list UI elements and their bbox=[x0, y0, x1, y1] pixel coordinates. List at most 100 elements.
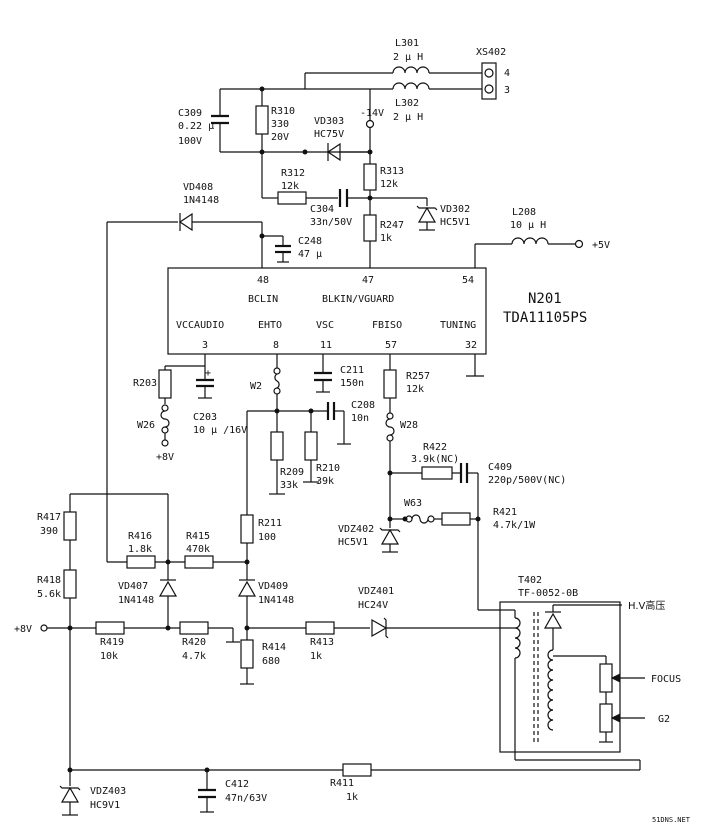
zener-VD302: VD302 HC5V1 bbox=[416, 198, 470, 231]
resistor-R257: R257 12k bbox=[383, 354, 430, 413]
transformer-T402: T402 TF-0052-0B bbox=[499, 575, 621, 753]
R422-value: 3.9k(NC) bbox=[411, 454, 459, 465]
jumper-W26: W26 bbox=[137, 404, 170, 440]
L208-value: 10 μ H bbox=[510, 220, 546, 231]
plus8v-terminal-left: +8V bbox=[14, 624, 96, 635]
R313-ref: R313 bbox=[380, 166, 404, 177]
watermark: 51DNS.NET bbox=[652, 816, 691, 824]
XS402-ref: XS402 bbox=[476, 47, 506, 58]
R417-value: 390 bbox=[40, 526, 58, 537]
pin-8-num: 8 bbox=[273, 340, 279, 351]
R419-ref: R419 bbox=[100, 637, 124, 648]
C309-ref: C309 bbox=[178, 108, 202, 119]
R210-ref: R210 bbox=[316, 463, 340, 474]
T402-ref: T402 bbox=[518, 575, 542, 586]
ic-ref: N201 bbox=[528, 291, 562, 307]
resistor-R416: R416 1.8k bbox=[126, 531, 185, 569]
L302-value: 2 μ H bbox=[393, 112, 423, 123]
R421-ref: R421 bbox=[493, 507, 517, 518]
XS402-pin3: 3 bbox=[504, 85, 510, 96]
resistor-R247: R247 1k bbox=[363, 214, 404, 268]
VD409-ref: VD409 bbox=[258, 581, 288, 592]
R211-value: 100 bbox=[258, 532, 276, 543]
minus14v-terminal: -14V bbox=[360, 108, 384, 129]
pin-11-num: 11 bbox=[320, 340, 332, 351]
pin-47-name: BLKIN/VGUARD bbox=[322, 294, 394, 305]
VD302-value: HC5V1 bbox=[440, 217, 470, 228]
C412-value: 47n/63V bbox=[225, 793, 267, 804]
resistor-R203: R203 bbox=[133, 366, 172, 404]
C304-ref: C304 bbox=[310, 204, 334, 215]
R420-value: 4.7k bbox=[182, 651, 206, 662]
capacitor-C409: C409 220p/500V(NC) bbox=[459, 462, 566, 486]
capacitor-C208: C208 10n bbox=[326, 400, 375, 445]
R313-value: 12k bbox=[380, 179, 398, 190]
diode-VD303: VD303 HC75V bbox=[314, 116, 344, 162]
resistor-R411: R411 1k bbox=[330, 763, 640, 803]
jumper-W2: W2 bbox=[250, 354, 281, 411]
C309-rating: 100V bbox=[178, 136, 202, 147]
L301-value: 2 μ H bbox=[393, 52, 423, 63]
VD407-value: 1N4148 bbox=[118, 595, 154, 606]
inductor-L302: L302 2 μ H bbox=[370, 82, 482, 123]
inductor-L208: L208 10 μ H +5V bbox=[474, 207, 610, 268]
diode-VD408: VD408 1N4148 bbox=[107, 182, 262, 232]
R419-value: 10k bbox=[100, 651, 118, 662]
R413-ref: R413 bbox=[310, 637, 334, 648]
R210-value: 39k bbox=[316, 476, 334, 487]
hv-label: H.V高压 bbox=[628, 599, 665, 612]
capacitor-C304: C304 33n/50V bbox=[310, 189, 370, 228]
C409-ref: C409 bbox=[488, 462, 512, 473]
zener-VDZ403: VDZ403 HC9V1 bbox=[59, 770, 126, 816]
VD409-value: 1N4148 bbox=[258, 595, 294, 606]
W28-ref: W28 bbox=[400, 420, 418, 431]
diode-VD407: VD407 1N4148 bbox=[118, 562, 178, 628]
W26-ref: W26 bbox=[137, 420, 155, 431]
resistor-R211: R211 100 bbox=[240, 514, 282, 580]
W2-ref: W2 bbox=[250, 381, 262, 392]
T402-value: TF-0052-0B bbox=[518, 588, 578, 599]
jumper-W28: W28 bbox=[385, 412, 418, 519]
resistor-R413: R413 1k bbox=[305, 621, 370, 662]
R209-ref: R209 bbox=[280, 467, 304, 478]
pin-3-name: VCCAUDIO bbox=[176, 320, 224, 331]
VDZ403-value: HC9V1 bbox=[90, 800, 120, 811]
resistor-R310: R310 330 20V bbox=[255, 89, 295, 152]
C248-ref: C248 bbox=[298, 236, 322, 247]
VDZ401-value: HC24V bbox=[358, 600, 388, 611]
connector-XS402: XS402 4 3 bbox=[476, 47, 510, 100]
resistor-R414: R414 680 bbox=[240, 639, 286, 685]
minus14v-label: -14V bbox=[360, 108, 384, 119]
R203-ref: R203 bbox=[133, 378, 157, 389]
R211-ref: R211 bbox=[258, 518, 282, 529]
pin-48-num: 48 bbox=[257, 275, 269, 286]
zener-VDZ402: VDZ402 HC5V1 bbox=[338, 519, 401, 553]
jumper-W63: W63 bbox=[390, 498, 435, 524]
resistor-R417: R417 390 bbox=[37, 494, 77, 570]
pin-11-name: VSC bbox=[316, 320, 334, 331]
C304-value: 33n/50V bbox=[310, 217, 352, 228]
VD303-value: HC75V bbox=[314, 129, 344, 140]
capacitor-C412: C412 47n/63V bbox=[198, 770, 267, 813]
R413-value: 1k bbox=[310, 651, 322, 662]
capacitor-C309: C309 0.22 μ 100V bbox=[178, 89, 229, 152]
C208-ref: C208 bbox=[351, 400, 375, 411]
pin-57-name: FBISO bbox=[372, 320, 402, 331]
R416-value: 1.8k bbox=[128, 544, 152, 555]
W63-ref: W63 bbox=[404, 498, 422, 509]
R310-ref: R310 bbox=[271, 106, 295, 117]
L208-ref: L208 bbox=[512, 207, 536, 218]
R209-value: 33k bbox=[280, 480, 298, 491]
inductor-L301: L301 2 μ H bbox=[305, 38, 482, 74]
capacitor-C248: C248 47 μ bbox=[262, 235, 322, 263]
VDZ402-ref: VDZ402 bbox=[338, 524, 374, 535]
C248-value: 47 μ bbox=[298, 249, 322, 260]
capacitor-C203: + C203 10 μ /16V bbox=[193, 366, 247, 436]
R310-value: 330 bbox=[271, 119, 289, 130]
resistor-R420: R420 4.7k bbox=[179, 621, 240, 662]
R418-ref: R418 bbox=[37, 575, 61, 586]
g2-output: G2 bbox=[610, 713, 670, 725]
R420-ref: R420 bbox=[182, 637, 206, 648]
C208-value: 10n bbox=[351, 413, 369, 424]
C211-ref: C211 bbox=[340, 365, 364, 376]
